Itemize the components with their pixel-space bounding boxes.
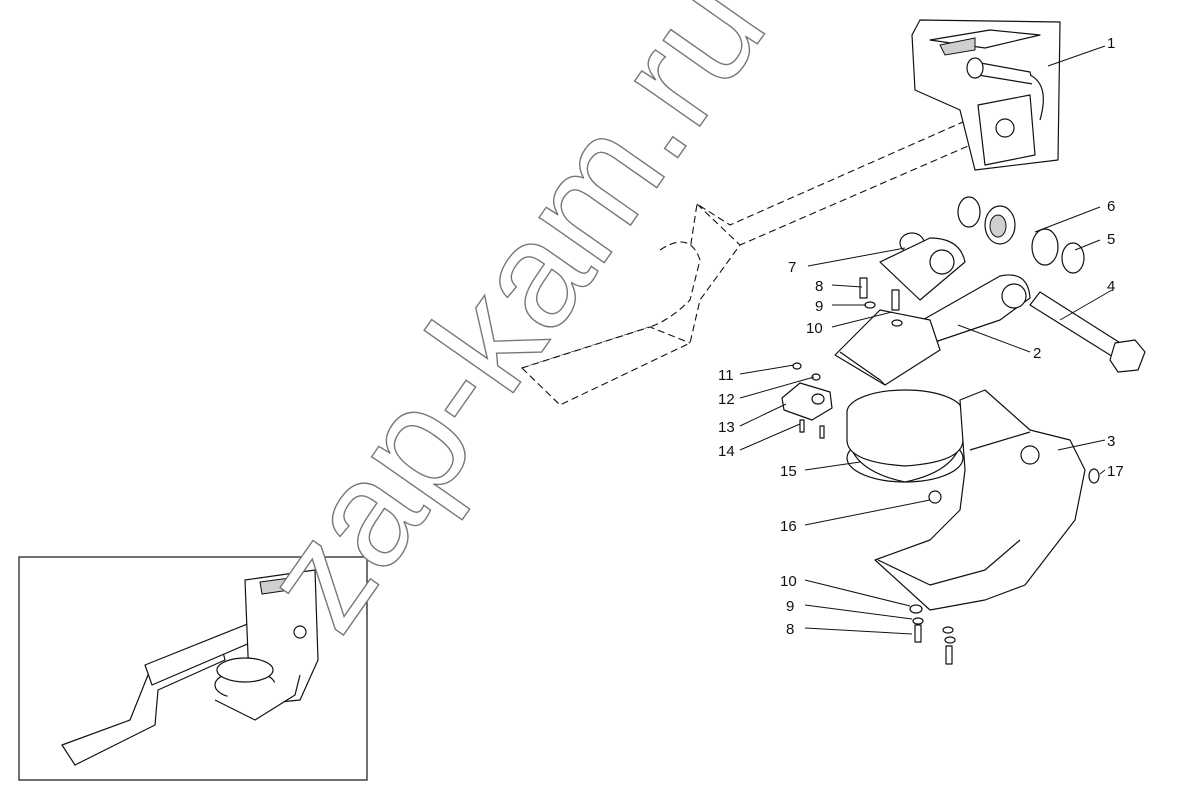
bracket-part-1 <box>911 19 1061 171</box>
callout-12: 12 <box>718 391 735 408</box>
air-spring-part-15 <box>846 389 964 504</box>
callout-14: 14 <box>718 443 735 460</box>
callout-10-upper: 10 <box>806 320 823 337</box>
assembly-inset <box>18 556 368 781</box>
callout-8-upper: 8 <box>815 278 823 295</box>
callout-17: 17 <box>1107 463 1124 480</box>
callout-7: 7 <box>788 259 796 276</box>
callout-5: 5 <box>1107 231 1115 248</box>
callout-6: 6 <box>1107 198 1115 215</box>
bracket-part-3 <box>874 389 1100 611</box>
watermark: zap-kam.ru <box>229 0 797 658</box>
callout-1: 1 <box>1107 35 1115 52</box>
callout-labels: 1 2 3 4 5 6 7 8 9 10 11 12 13 14 15 16 1… <box>718 35 1124 638</box>
fasteners-lower <box>909 604 956 665</box>
callout-8-lower: 8 <box>786 621 794 638</box>
callout-16: 16 <box>780 518 797 535</box>
callout-9-lower: 9 <box>786 598 794 615</box>
callout-15: 15 <box>780 463 797 480</box>
leader-lines <box>739 45 1113 635</box>
callout-2: 2 <box>1033 345 1041 362</box>
callout-13: 13 <box>718 419 735 436</box>
callout-11: 11 <box>718 367 734 384</box>
bolt-part-4 <box>1029 291 1146 373</box>
bolts-upper <box>859 277 903 327</box>
callout-4: 4 <box>1107 278 1115 295</box>
clamp-part-13 <box>781 362 833 439</box>
trailing-arm-part-2 <box>834 237 1031 386</box>
callout-10-lower: 10 <box>780 573 797 590</box>
callout-9-upper: 9 <box>815 298 823 315</box>
callout-3: 3 <box>1107 433 1115 450</box>
